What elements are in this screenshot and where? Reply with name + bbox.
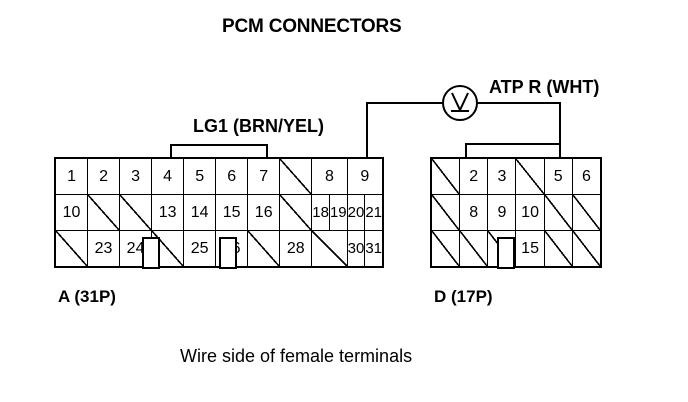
connector-d-terminal-15: 15 bbox=[516, 231, 544, 266]
connector-a-empty-terminal bbox=[120, 195, 152, 230]
connector-a-terminal-28: 28 bbox=[280, 231, 312, 266]
connector-a-terminal-21: 21 bbox=[364, 195, 382, 230]
connector-d-empty-terminal bbox=[432, 195, 460, 230]
connector-a-lock-slot-1 bbox=[142, 237, 160, 269]
connector-a-terminal-30: 30 bbox=[347, 240, 365, 257]
connector-d-lock-slot bbox=[497, 237, 515, 269]
connector-a-terminal-6: 6 bbox=[216, 159, 248, 194]
connector-d-terminal-9: 9 bbox=[488, 195, 516, 230]
atp-wire-label: ATP R (WHT) bbox=[489, 77, 600, 97]
connector-a-terminal-10: 10 bbox=[56, 195, 88, 230]
connector-d-terminal-8: 8 bbox=[460, 195, 488, 230]
connector-d-empty-terminal bbox=[432, 231, 460, 266]
connector-a-empty-terminal bbox=[280, 159, 312, 194]
atp-wire-a9 bbox=[366, 102, 443, 158]
connector-d-terminal-10: 10 bbox=[516, 195, 544, 230]
connector-a-empty-terminal bbox=[88, 195, 120, 230]
connector-a-terminal-13: 13 bbox=[152, 195, 184, 230]
indicator-lamp-icon bbox=[442, 85, 478, 121]
connector-d-empty-terminal bbox=[572, 195, 601, 230]
connector-a-terminal-25: 25 bbox=[184, 231, 216, 266]
connector-a-terminal-5: 5 bbox=[184, 159, 216, 194]
connector-a-terminal-31: 31 bbox=[364, 231, 382, 266]
connector-a-terminal-16: 16 bbox=[248, 195, 280, 230]
connector-a-terminal-18: 18 bbox=[312, 204, 329, 221]
connector-a-terminal-14: 14 bbox=[184, 195, 216, 230]
connector-d-empty-terminal bbox=[516, 159, 544, 194]
connector-d-empty-terminal bbox=[460, 231, 488, 266]
connector-d-terminal-2: 2 bbox=[460, 159, 488, 194]
lg1-wire-label: LG1 (BRN/YEL) bbox=[193, 116, 325, 136]
connector-a-terminal-3: 3 bbox=[120, 159, 152, 194]
connector-d-terminal-3: 3 bbox=[488, 159, 516, 194]
connector-d-empty-terminal bbox=[544, 231, 573, 266]
connector-a-terminal-1: 1 bbox=[56, 159, 88, 194]
page-title: PCM CONNECTORS bbox=[222, 16, 402, 37]
connector-a-terminal-4: 4 bbox=[152, 159, 184, 194]
connector-a-terminal-20: 20 bbox=[347, 204, 365, 221]
connector-a-terminal-7: 7 bbox=[248, 159, 280, 194]
connector-a-empty-terminal bbox=[248, 231, 280, 266]
connector-d-empty-terminal bbox=[544, 195, 573, 230]
caption: Wire side of female terminals bbox=[180, 346, 413, 366]
connector-d-empty-terminal bbox=[432, 159, 460, 194]
connector-a-empty-terminal bbox=[56, 231, 88, 266]
lg1-wire bbox=[170, 144, 268, 158]
connector-a-empty-terminal bbox=[312, 231, 348, 266]
connector-d-terminal-6: 6 bbox=[572, 159, 600, 194]
atp-wire-d bbox=[465, 102, 561, 158]
connector-a-terminal-15: 15 bbox=[216, 195, 248, 230]
connector-a-lock-slot-2 bbox=[219, 237, 237, 269]
connector-a-terminal-19: 19 bbox=[328, 195, 347, 230]
connector-a-terminal-8: 8 bbox=[312, 159, 347, 194]
connector-a-terminal-23: 23 bbox=[88, 231, 120, 266]
connector-d-label: D (17P) bbox=[434, 287, 493, 306]
connector-d-terminal-5: 5 bbox=[544, 159, 572, 194]
connector-a-terminal-2: 2 bbox=[88, 159, 120, 194]
connector-a-label: A (31P) bbox=[58, 287, 116, 306]
connector-a-terminal-9: 9 bbox=[347, 159, 382, 194]
connector-d-empty-terminal bbox=[572, 231, 601, 266]
connector-a-empty-terminal bbox=[280, 195, 312, 230]
